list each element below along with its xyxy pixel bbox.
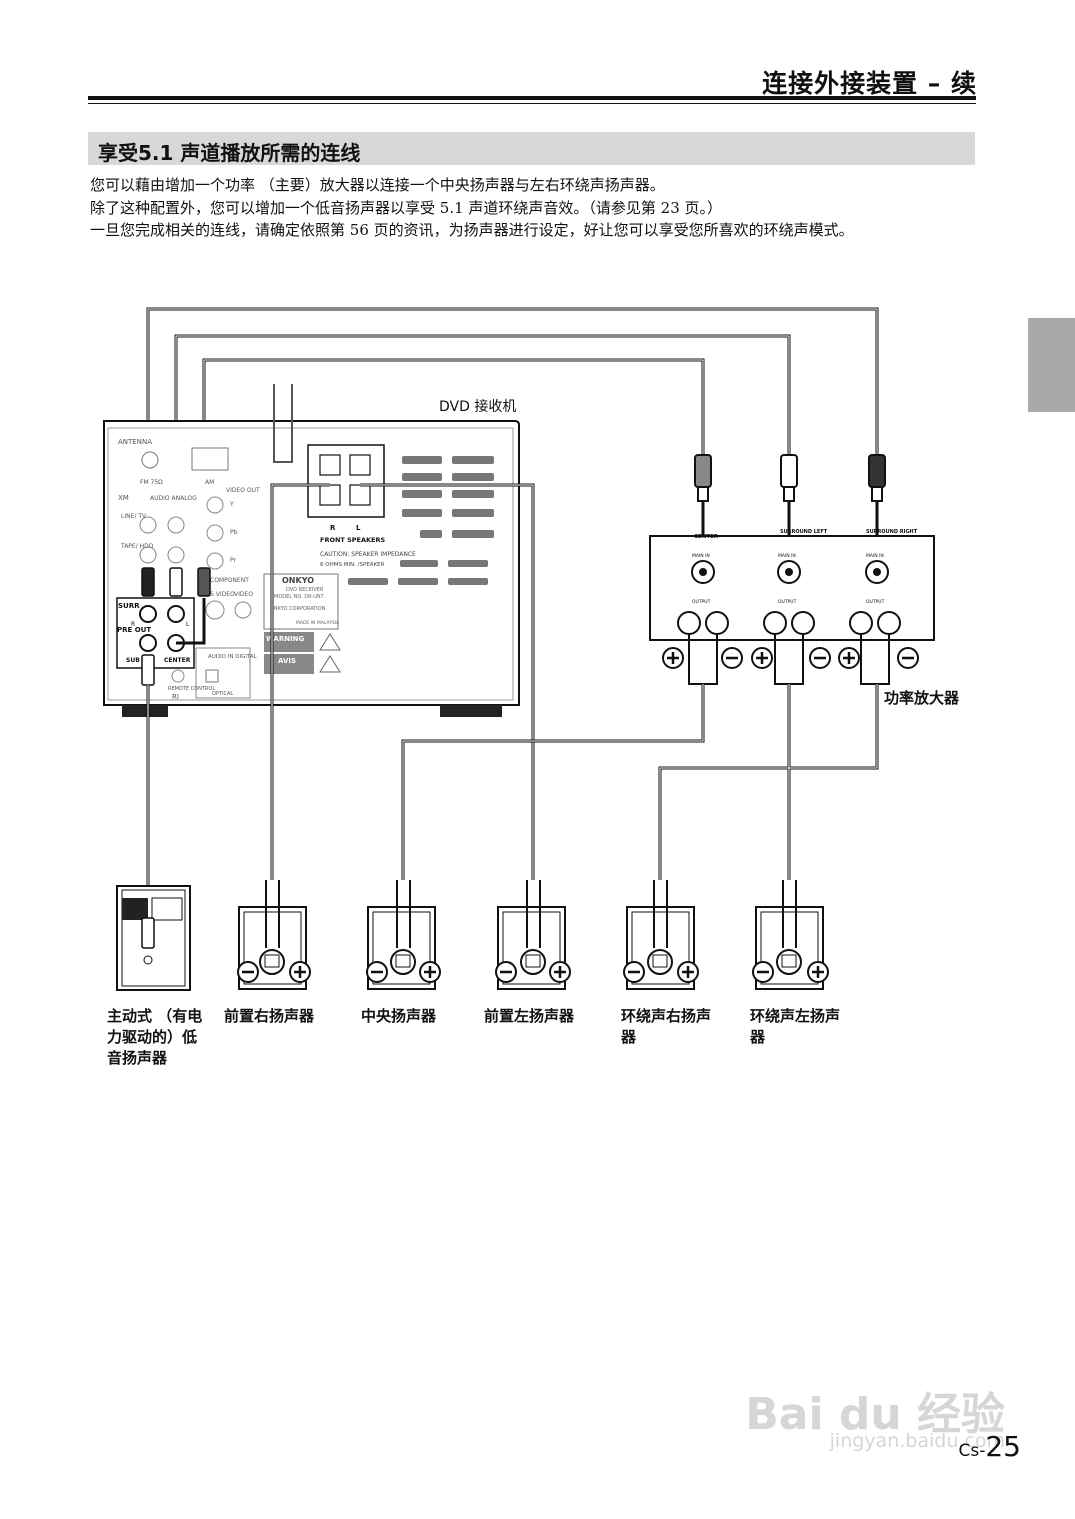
page-prefix: Cs-: [958, 1441, 986, 1461]
intro-line-3: 一旦您完成相关的连线，请确定依照第 56 页的资讯，为扬声器进行设定，好让您可以…: [90, 221, 854, 239]
svg-text:CAUTION: SPEAKER IMPEDANCE: CAUTION: SPEAKER IMPEDANCE: [320, 551, 416, 558]
svg-text:CENTER: CENTER: [694, 534, 719, 540]
header-rule: [88, 96, 976, 100]
svg-text:AM: AM: [205, 479, 214, 486]
svg-text:Pb: Pb: [230, 529, 238, 536]
svg-text:ONKYO CORPORATION: ONKYO CORPORATION: [270, 606, 326, 612]
svg-text:S VIDEO: S VIDEO: [210, 591, 235, 598]
front-speaker-terminals: [307, 444, 385, 518]
svg-text:WARNING: WARNING: [266, 635, 305, 643]
amplifier-label: 功率放大器: [884, 689, 960, 707]
svg-text:MAIN IN: MAIN IN: [692, 553, 710, 559]
speaker-front-left: [495, 880, 571, 990]
svg-text:VIDEO OUT: VIDEO OUT: [226, 487, 260, 494]
subwoofer: [116, 885, 191, 991]
svg-text:DVD RECEIVER: DVD RECEIVER: [286, 587, 324, 593]
svg-text:MAIN IN: MAIN IN: [866, 553, 884, 559]
svg-text:L: L: [186, 621, 190, 628]
svg-text:OUTPUT: OUTPUT: [692, 599, 711, 605]
speaker-center: [366, 880, 441, 990]
rca-plug-surround-right: [868, 454, 886, 560]
svg-text:REMOTE CONTROL: REMOTE CONTROL: [168, 686, 215, 692]
svg-text:R: R: [131, 621, 135, 628]
svg-text:XM: XM: [118, 494, 129, 502]
svg-text:SURROUND LEFT: SURROUND LEFT: [780, 529, 828, 535]
svg-text:VIDEO: VIDEO: [234, 591, 253, 598]
intro-line-1: 您可以藉由增加一个功率 （主要）放大器以连接一个中央扬声器与左右环绕声扬声器。: [90, 176, 665, 194]
page-header-title: 连接外接装置 – 续: [762, 69, 977, 98]
svg-text:R: R: [330, 524, 336, 532]
svg-text:OUTPUT: OUTPUT: [866, 599, 885, 605]
svg-text:FRONT SPEAKERS: FRONT SPEAKERS: [320, 536, 386, 544]
label-front-left: 前置左扬声器: [484, 1007, 575, 1025]
label-surround-left: 环绕声左扬声器: [750, 1007, 841, 1046]
antenna-label: ANTENNA: [118, 438, 152, 446]
header-rule-thin: [88, 103, 976, 104]
section-title: 享受5.1 声道播放所需的连线: [98, 141, 361, 165]
svg-text:FM 75Ω: FM 75Ω: [140, 479, 163, 486]
svg-text:ONKYO: ONKYO: [282, 576, 314, 585]
svg-text:SURROUND RIGHT: SURROUND RIGHT: [866, 529, 918, 535]
svg-text:AVIS: AVIS: [278, 657, 296, 665]
label-subwoofer: 主动式 （有电力驱动的）低音扬声器: [107, 1007, 203, 1067]
svg-text:MAIN IN: MAIN IN: [778, 553, 796, 559]
svg-text:6 OHMS MIN. /SPEAKER: 6 OHMS MIN. /SPEAKER: [320, 562, 385, 568]
amp-polarity-symbols: [662, 647, 919, 669]
dvd-receiver-rear-panel: ANTENNA FM 75Ω AM XM AUDIO ANALOG LINE/ …: [103, 384, 520, 717]
section-heading: 享受5.1 声道播放所需的连线: [88, 132, 975, 165]
svg-text:L: L: [356, 524, 361, 532]
svg-text:OUTPUT: OUTPUT: [778, 599, 797, 605]
svg-text:AUDIO ANALOG: AUDIO ANALOG: [150, 495, 197, 502]
svg-text:CENTER: CENTER: [164, 657, 191, 664]
power-amplifier: CENTER SURROUND LEFT SURROUND RIGHT MAIN…: [649, 529, 935, 641]
svg-text:MODEL NO. DR-UN7: MODEL NO. DR-UN7: [274, 594, 324, 600]
svg-text:COMPONENT: COMPONENT: [210, 577, 249, 584]
speaker-surround-right: [623, 880, 699, 990]
svg-text:SURR: SURR: [118, 602, 140, 610]
label-surround-right: 环绕声右扬声器: [621, 1007, 712, 1046]
watermark-brand: Bai du 经验: [745, 1389, 1005, 1440]
svg-text:LINE/ TV: LINE/ TV: [121, 513, 147, 520]
svg-text:PRE OUT: PRE OUT: [117, 626, 151, 634]
intro-line-2: 除了这种配置外，您可以增加一个低音扬声器以享受 5.1 声道环绕声音效。（请参见…: [90, 198, 723, 217]
page-number: Cs-25: [958, 1430, 1021, 1463]
speaker-surround-left: [752, 880, 829, 990]
page-number-value: 25: [985, 1430, 1021, 1463]
pre-out-block: [116, 597, 195, 669]
intro-text: 您可以藉由增加一个功率 （主要）放大器以连接一个中央扬声器与左右环绕声扬声器。 …: [90, 174, 970, 242]
svg-text:RI: RI: [172, 693, 179, 701]
svg-text:SUB: SUB: [126, 657, 140, 664]
watermark-url: jingyan.baidu.com: [829, 1430, 1005, 1452]
chapter-side-tab: [1028, 318, 1075, 412]
svg-text:Pr: Pr: [230, 557, 237, 564]
svg-text:AUDIO IN DIGITAL: AUDIO IN DIGITAL: [208, 654, 258, 660]
receiver-label: DVD 接收机: [439, 398, 516, 415]
label-center: 中央扬声器: [361, 1007, 437, 1025]
svg-text:TAPE/ HDD: TAPE/ HDD: [120, 543, 154, 550]
rca-plug-center: [694, 454, 712, 560]
speaker-front-right: [237, 880, 311, 990]
svg-text:OPTICAL: OPTICAL: [212, 691, 233, 697]
svg-text:MADE IN MALAYSIA: MADE IN MALAYSIA: [296, 620, 340, 626]
label-front-right: 前置右扬声器: [224, 1007, 315, 1025]
svg-text:Y: Y: [229, 501, 234, 508]
